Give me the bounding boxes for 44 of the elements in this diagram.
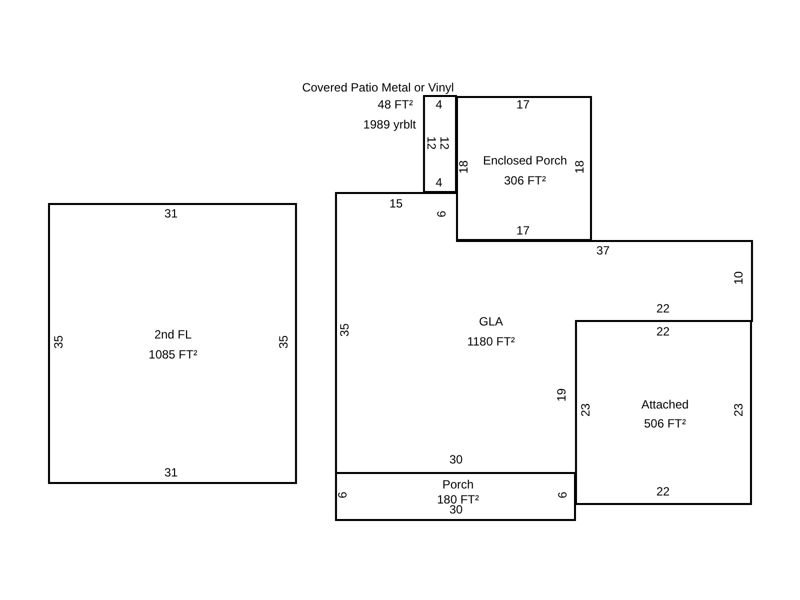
year-built-text: 1989 yrblt [363,118,416,132]
dimension-label: 35 [52,335,66,349]
dimension-label: 31 [164,208,178,220]
room-name: Porch [442,478,474,492]
dimension-label: 35 [278,335,290,349]
dimension-label: 4 [436,98,442,112]
dimension-label: 6 [436,210,448,218]
room-name: 2nd FL [154,328,192,342]
dimension-label: 31 [164,466,178,480]
dimension-label: 19 [556,388,568,402]
area-size: 306 FT² [504,174,546,188]
dimension-label: 6 [336,492,350,498]
dimension-label: 17 [516,98,530,112]
dimension-label: 15 [389,198,403,210]
dimension-label: 18 [574,160,586,174]
patio-name: Covered Patio Metal or Vinyl [302,82,454,94]
dimension-label: 35 [338,323,352,337]
area-size: 1180 FT² [467,336,515,348]
dimension-label: 12 [438,136,450,150]
room-name: Attached [641,398,689,412]
dimension-label: 23 [580,403,592,417]
dimension-label: 18 [458,160,470,174]
room-name: Enclosed Porch [482,154,568,168]
dimension-label: 37 [596,244,610,258]
dimension-label: 30 [449,504,463,516]
room-outline [335,472,576,521]
dimension-label: 4 [436,176,442,190]
area-size: 506 FT² [644,418,686,430]
dimension-label: 17 [516,224,530,238]
dimension-label: 22 [656,326,670,338]
dimension-label: 22 [656,486,670,498]
dimension-label: 10 [732,271,746,285]
dimension-label: 30 [449,454,463,466]
dimension-label: 12 [424,136,438,150]
room-outline [575,320,752,505]
area-size: 48 FT² [378,98,413,112]
room-outline [48,203,297,484]
room-name: GLA [479,316,503,328]
area-size: 180 FT² [437,494,479,506]
dimension-label: 6 [556,492,570,498]
room-outline [456,96,592,241]
dimension-label: 23 [732,403,746,417]
dimension-label: 22 [656,302,670,316]
area-size: 1085 FT² [148,348,198,362]
